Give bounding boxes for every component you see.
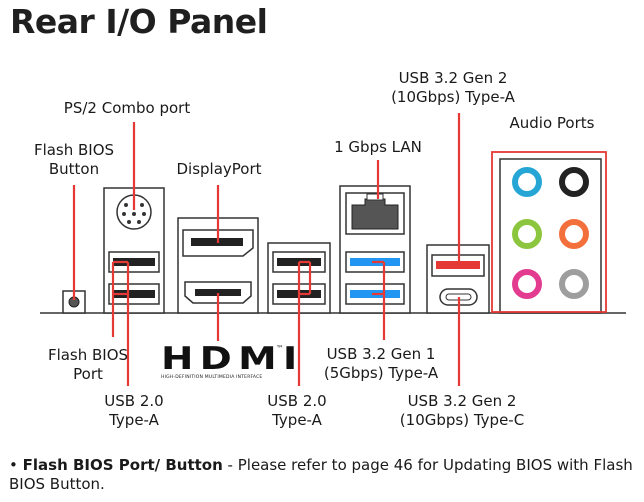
label-flash-bios-button-1: Flash BIOS bbox=[33, 141, 115, 159]
label-usb32-gen2-typec-1: USB 3.2 Gen 2 bbox=[407, 392, 517, 410]
lan-usb3-stack bbox=[339, 185, 411, 314]
label-audio-ports: Audio Ports bbox=[509, 114, 595, 132]
label-usb32-gen2-typea-1: USB 3.2 Gen 2 bbox=[398, 69, 508, 87]
audio-ports bbox=[499, 158, 602, 314]
label-usb20-b-1: USB 2.0 bbox=[267, 392, 327, 410]
footnote-text: - Please refer to page 46 for Updating B… bbox=[9, 456, 633, 493]
label-usb32-gen2-typec-2: (10Gbps) Type-C bbox=[399, 411, 525, 429]
audio-jack-orange bbox=[559, 219, 589, 249]
hdmi-logo: HDMI ™ HIGH-DEFINITION MULTIMEDIA INTERF… bbox=[161, 344, 297, 381]
label-usb20-a-2: Type-A bbox=[109, 411, 159, 429]
label-usb32-gen1-2: (5Gbps) Type-A bbox=[323, 364, 439, 382]
hdmi-logo-tm: ™ bbox=[276, 344, 284, 353]
footnote: • Flash BIOS Port/ Button - Please refer… bbox=[9, 456, 635, 494]
footnote-term: Flash BIOS Port/ Button bbox=[22, 456, 223, 474]
label-flash-bios-port-1: Flash BIOS bbox=[47, 346, 129, 364]
label-usb32-gen2-typea-2: (10Gbps) Type-A bbox=[391, 88, 515, 106]
callout-lines bbox=[72, 113, 607, 386]
label-usb20-b-2: Type-A bbox=[272, 411, 322, 429]
audio-jack-green bbox=[512, 219, 542, 249]
label-lan: 1 Gbps LAN bbox=[334, 138, 422, 156]
audio-jack-blue bbox=[512, 167, 542, 197]
audio-jack-black bbox=[559, 167, 589, 197]
label-flash-bios-port-2: Port bbox=[73, 365, 103, 383]
footnote-bullet: • bbox=[9, 456, 18, 474]
audio-jack-gray bbox=[559, 269, 589, 299]
label-usb32-gen1-1: USB 3.2 Gen 1 bbox=[326, 345, 436, 363]
hdmi-logo-text: HDMI bbox=[161, 341, 304, 377]
label-displayport: DisplayPort bbox=[176, 160, 262, 178]
audio-jack-pink bbox=[512, 269, 542, 299]
label-flash-bios-button-2: Button bbox=[48, 160, 100, 178]
hdmi-logo-tagline: HIGH-DEFINITION MULTIMEDIA INTERFACE bbox=[161, 375, 263, 380]
label-usb20-a-1: USB 2.0 bbox=[104, 392, 164, 410]
page-title: Rear I/O Panel bbox=[10, 2, 268, 41]
label-ps2-combo-port: PS/2 Combo port bbox=[63, 99, 191, 117]
